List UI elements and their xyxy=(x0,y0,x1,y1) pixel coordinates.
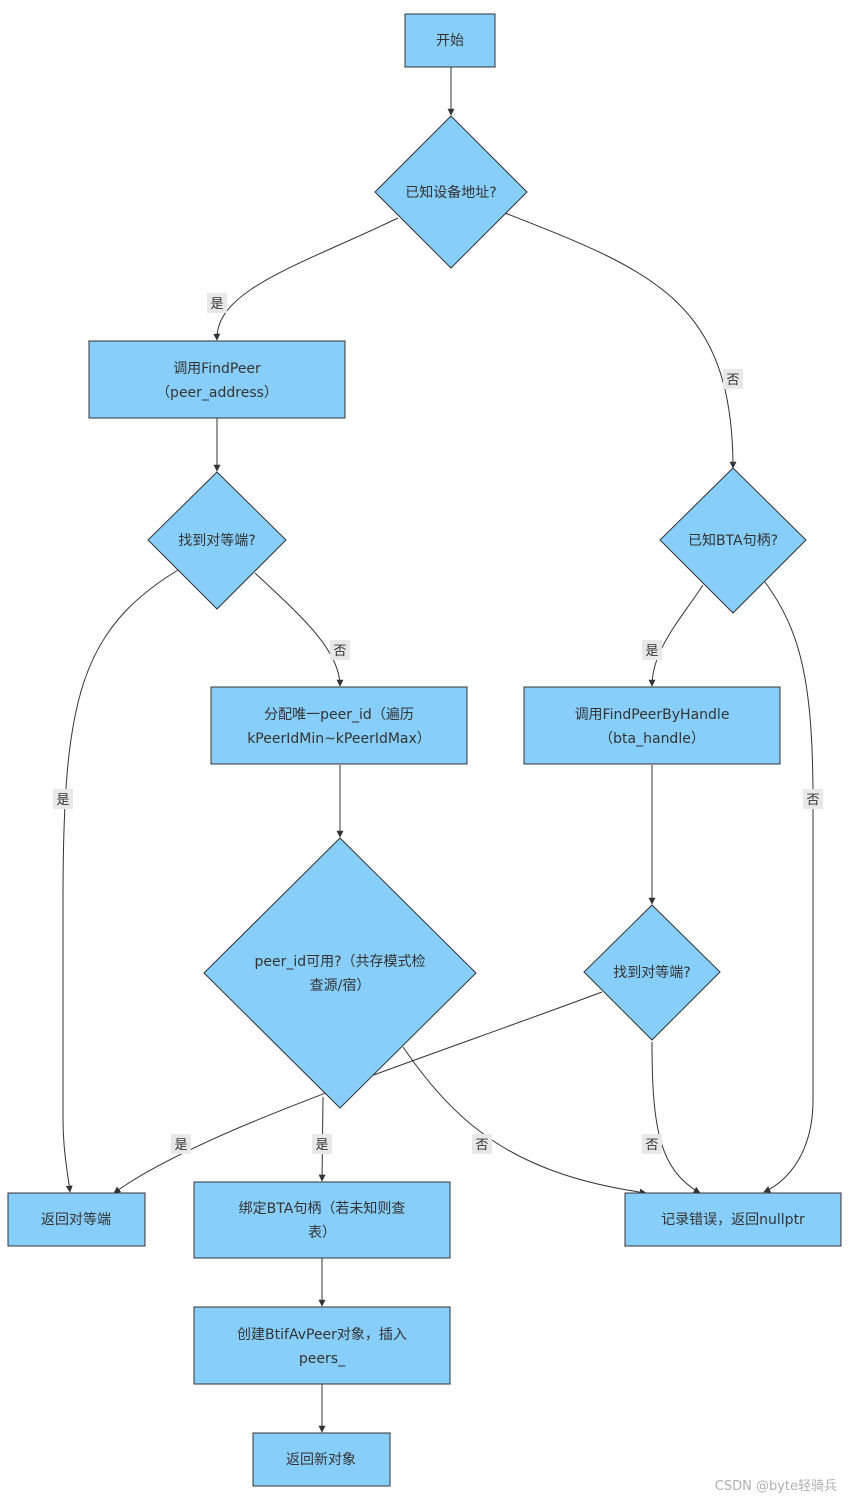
edge-known-handle-yes xyxy=(648,584,704,687)
svg-text:否: 否 xyxy=(726,373,739,388)
process-return-peer: 返回对等端 xyxy=(7,1192,146,1247)
edge-label-found2-yes: 是 xyxy=(171,1134,191,1154)
edge-label-found2-no: 否 xyxy=(642,1134,662,1154)
svg-text:开始: 开始 xyxy=(436,33,464,49)
process-bind-bta-handle: 绑定BTA句柄（若未知则查 表） xyxy=(193,1181,451,1259)
svg-text:记录错误，返回nullptr: 记录错误，返回nullptr xyxy=(661,1212,805,1228)
edge-known-handle-no xyxy=(763,581,814,1193)
edge-known-addr-no xyxy=(504,212,737,469)
edge-label-found1-no: 否 xyxy=(330,640,350,660)
svg-text:否: 否 xyxy=(333,644,346,659)
process-return-new-object: 返回新对象 xyxy=(252,1432,391,1487)
svg-text:peers_: peers_ xyxy=(299,1351,346,1367)
edge-label-known-addr-no: 否 xyxy=(723,369,743,389)
svg-text:是: 是 xyxy=(56,793,69,808)
watermark: CSDN @byte轻骑兵 xyxy=(714,1479,837,1494)
svg-text:是: 是 xyxy=(210,297,223,312)
svg-text:peer_id可用?（共存模式检: peer_id可用?（共存模式检 xyxy=(254,954,425,970)
edge-peerid-no xyxy=(402,1046,647,1196)
svg-text:否: 否 xyxy=(475,1138,488,1153)
process-call-findpeer-by-handle: 调用FindPeerByHandle （bta_handle） xyxy=(523,686,781,765)
svg-text:返回对等端: 返回对等端 xyxy=(41,1211,111,1228)
edge-label-found1-yes: 是 xyxy=(53,789,73,809)
edge-label-known-handle-no: 否 xyxy=(803,789,823,809)
node-start: 开始 xyxy=(404,13,496,68)
svg-text:（bta_handle）: （bta_handle） xyxy=(599,731,705,747)
svg-text:调用FindPeer: 调用FindPeer xyxy=(173,361,261,377)
decision-found-peer-left: 找到对等端? xyxy=(147,471,287,610)
edge-label-known-addr-yes: 是 xyxy=(207,293,227,313)
decision-known-bta-handle: 已知BTA句柄? xyxy=(659,467,807,614)
svg-text:表）: 表） xyxy=(308,1225,336,1241)
edge-label-peerid-no: 否 xyxy=(472,1134,492,1154)
decision-known-address: 已知设备地址? xyxy=(374,115,528,269)
process-log-error: 记录错误，返回nullptr xyxy=(624,1192,842,1247)
edge-labels: 是 否 否 是 是 否 是 是 xyxy=(53,293,823,1154)
svg-text:否: 否 xyxy=(645,1138,658,1153)
svg-text:kPeerIdMin~kPeerIdMax）: kPeerIdMin~kPeerIdMax） xyxy=(247,731,431,747)
svg-text:调用FindPeerByHandle: 调用FindPeerByHandle xyxy=(575,707,730,723)
svg-text:是: 是 xyxy=(645,644,658,659)
svg-text:已知设备地址?: 已知设备地址? xyxy=(405,184,496,201)
edge-known-addr-yes xyxy=(213,217,399,341)
svg-text:创建BtifAvPeer对象，插入: 创建BtifAvPeer对象，插入 xyxy=(237,1327,407,1343)
edge-found1-no xyxy=(254,572,344,687)
svg-text:否: 否 xyxy=(806,793,819,808)
edge-label-peerid-yes: 是 xyxy=(312,1134,332,1154)
svg-text:已知BTA句柄?: 已知BTA句柄? xyxy=(688,532,778,549)
svg-text:绑定BTA句柄（若未知则查: 绑定BTA句柄（若未知则查 xyxy=(239,1200,406,1217)
svg-text:找到对等端?: 找到对等端? xyxy=(178,532,255,549)
svg-text:找到对等端?: 找到对等端? xyxy=(613,964,690,981)
process-call-findpeer: 调用FindPeer （peer_address） xyxy=(88,340,346,419)
svg-text:（peer_address）: （peer_address） xyxy=(156,385,278,401)
process-create-btif-av-peer: 创建BtifAvPeer对象，插入 peers_ xyxy=(193,1306,451,1385)
edge-label-known-handle-yes: 是 xyxy=(642,640,662,660)
svg-text:分配唯一peer_id（遍历: 分配唯一peer_id（遍历 xyxy=(264,707,414,723)
svg-text:是: 是 xyxy=(174,1138,187,1153)
decision-peer-id-available: peer_id可用?（共存模式检 查源/宿） xyxy=(203,837,477,1109)
process-allocate-peer-id: 分配唯一peer_id（遍历 kPeerIdMin~kPeerIdMax） xyxy=(210,686,468,765)
svg-text:查源/宿）: 查源/宿） xyxy=(310,977,371,994)
edge-found2-no xyxy=(651,1041,701,1194)
edge-found1-yes xyxy=(62,569,179,1193)
svg-text:是: 是 xyxy=(315,1138,328,1153)
decision-found-peer-right: 找到对等端? xyxy=(583,904,721,1041)
edge-found2-yes xyxy=(113,991,603,1194)
svg-text:返回新对象: 返回新对象 xyxy=(286,1452,356,1468)
